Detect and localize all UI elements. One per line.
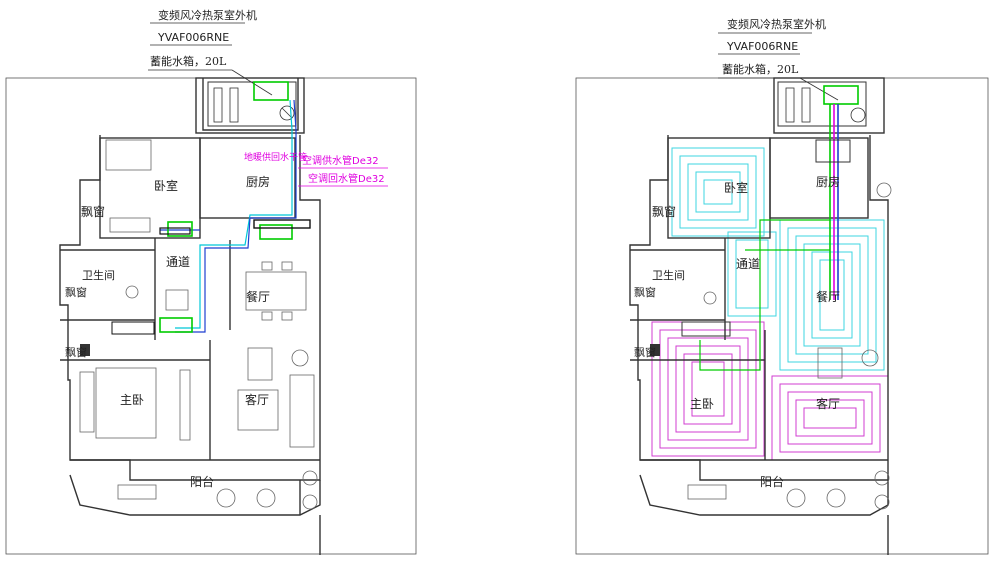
room-bathroom: 卫生间: [652, 268, 685, 282]
unit-model: YVAF006RNE: [157, 31, 229, 44]
duct: [159, 227, 191, 235]
manifold: [815, 139, 851, 163]
room-bathroom: 卫生间: [82, 268, 115, 282]
unit-slot: [229, 87, 239, 123]
pipe-label-return: 空调回水管De32: [308, 172, 385, 185]
room-balcony: 阳台: [760, 474, 784, 489]
ac-pipes: [160, 99, 297, 333]
radiator: [111, 321, 155, 335]
indoor-units: [159, 221, 293, 333]
room-living: 客厅: [816, 396, 840, 411]
outdoor-unit-area: [777, 81, 867, 127]
tank-label: 蓄能水箱，20L: [722, 62, 799, 76]
room-living: 客厅: [245, 392, 269, 407]
room-kitchen: 厨房: [816, 174, 840, 189]
unit-slot: [801, 87, 811, 123]
room-bay-window: 飘窗: [81, 205, 105, 219]
floor-heating-magenta: [651, 321, 889, 461]
main-pipes: [699, 104, 839, 371]
room-bay-window: 飘窗: [65, 285, 87, 299]
unit-slot: [785, 87, 795, 123]
heat-pump-icon: [650, 344, 660, 356]
water-tank-icon: [850, 107, 866, 123]
furniture: [687, 182, 892, 510]
unit-slot: [213, 87, 223, 123]
room-balcony: 阳台: [190, 474, 214, 489]
room-bedroom: 卧室: [724, 180, 748, 195]
plan-right: 变频风冷热泵室外机 YVAF006RNE 蓄能水箱，20L: [575, 17, 989, 555]
room-bay-window: 飘窗: [634, 345, 656, 359]
unit-model: YVAF006RNE: [726, 40, 798, 53]
outdoor-unit: [823, 85, 859, 105]
room-dining: 餐厅: [816, 289, 840, 304]
room-bay-window: 飘窗: [65, 345, 87, 359]
heat-pump-icon: [80, 344, 90, 356]
furniture: [79, 139, 318, 510]
water-tank-icon: [279, 105, 295, 121]
plan-left: 变频风冷热泵室外机 YVAF006RNE 蓄能水箱，20L: [5, 8, 417, 555]
room-corridor: 通道: [166, 255, 190, 269]
tank-label: 蓄能水箱，20L: [150, 54, 227, 68]
room-bay-window: 飘窗: [652, 205, 676, 219]
outdoor-unit: [253, 81, 289, 101]
room-bedroom: 卧室: [154, 178, 178, 193]
duct: [253, 219, 311, 229]
room-master-bedroom: 主卧: [120, 393, 144, 407]
room-bay-window: 飘窗: [634, 285, 656, 299]
floor-heating-cyan: [671, 147, 885, 371]
pipe-label-floorheat: 地暖供回水干管: [244, 151, 307, 163]
pipe-label-supply: 空调供水管De32: [302, 154, 379, 167]
leader-line: [799, 77, 839, 101]
unit-title: 变频风冷热泵室外机: [158, 8, 257, 22]
room-corridor: 通道: [736, 257, 760, 271]
room-master-bedroom: 主卧: [690, 397, 714, 411]
manifold: [681, 321, 731, 337]
room-dining: 餐厅: [246, 289, 270, 304]
unit-title: 变频风冷热泵室外机: [727, 17, 826, 31]
walls: [629, 77, 889, 555]
outdoor-unit-area: [207, 81, 297, 127]
room-kitchen: 厨房: [246, 174, 270, 189]
walls: [59, 77, 321, 555]
